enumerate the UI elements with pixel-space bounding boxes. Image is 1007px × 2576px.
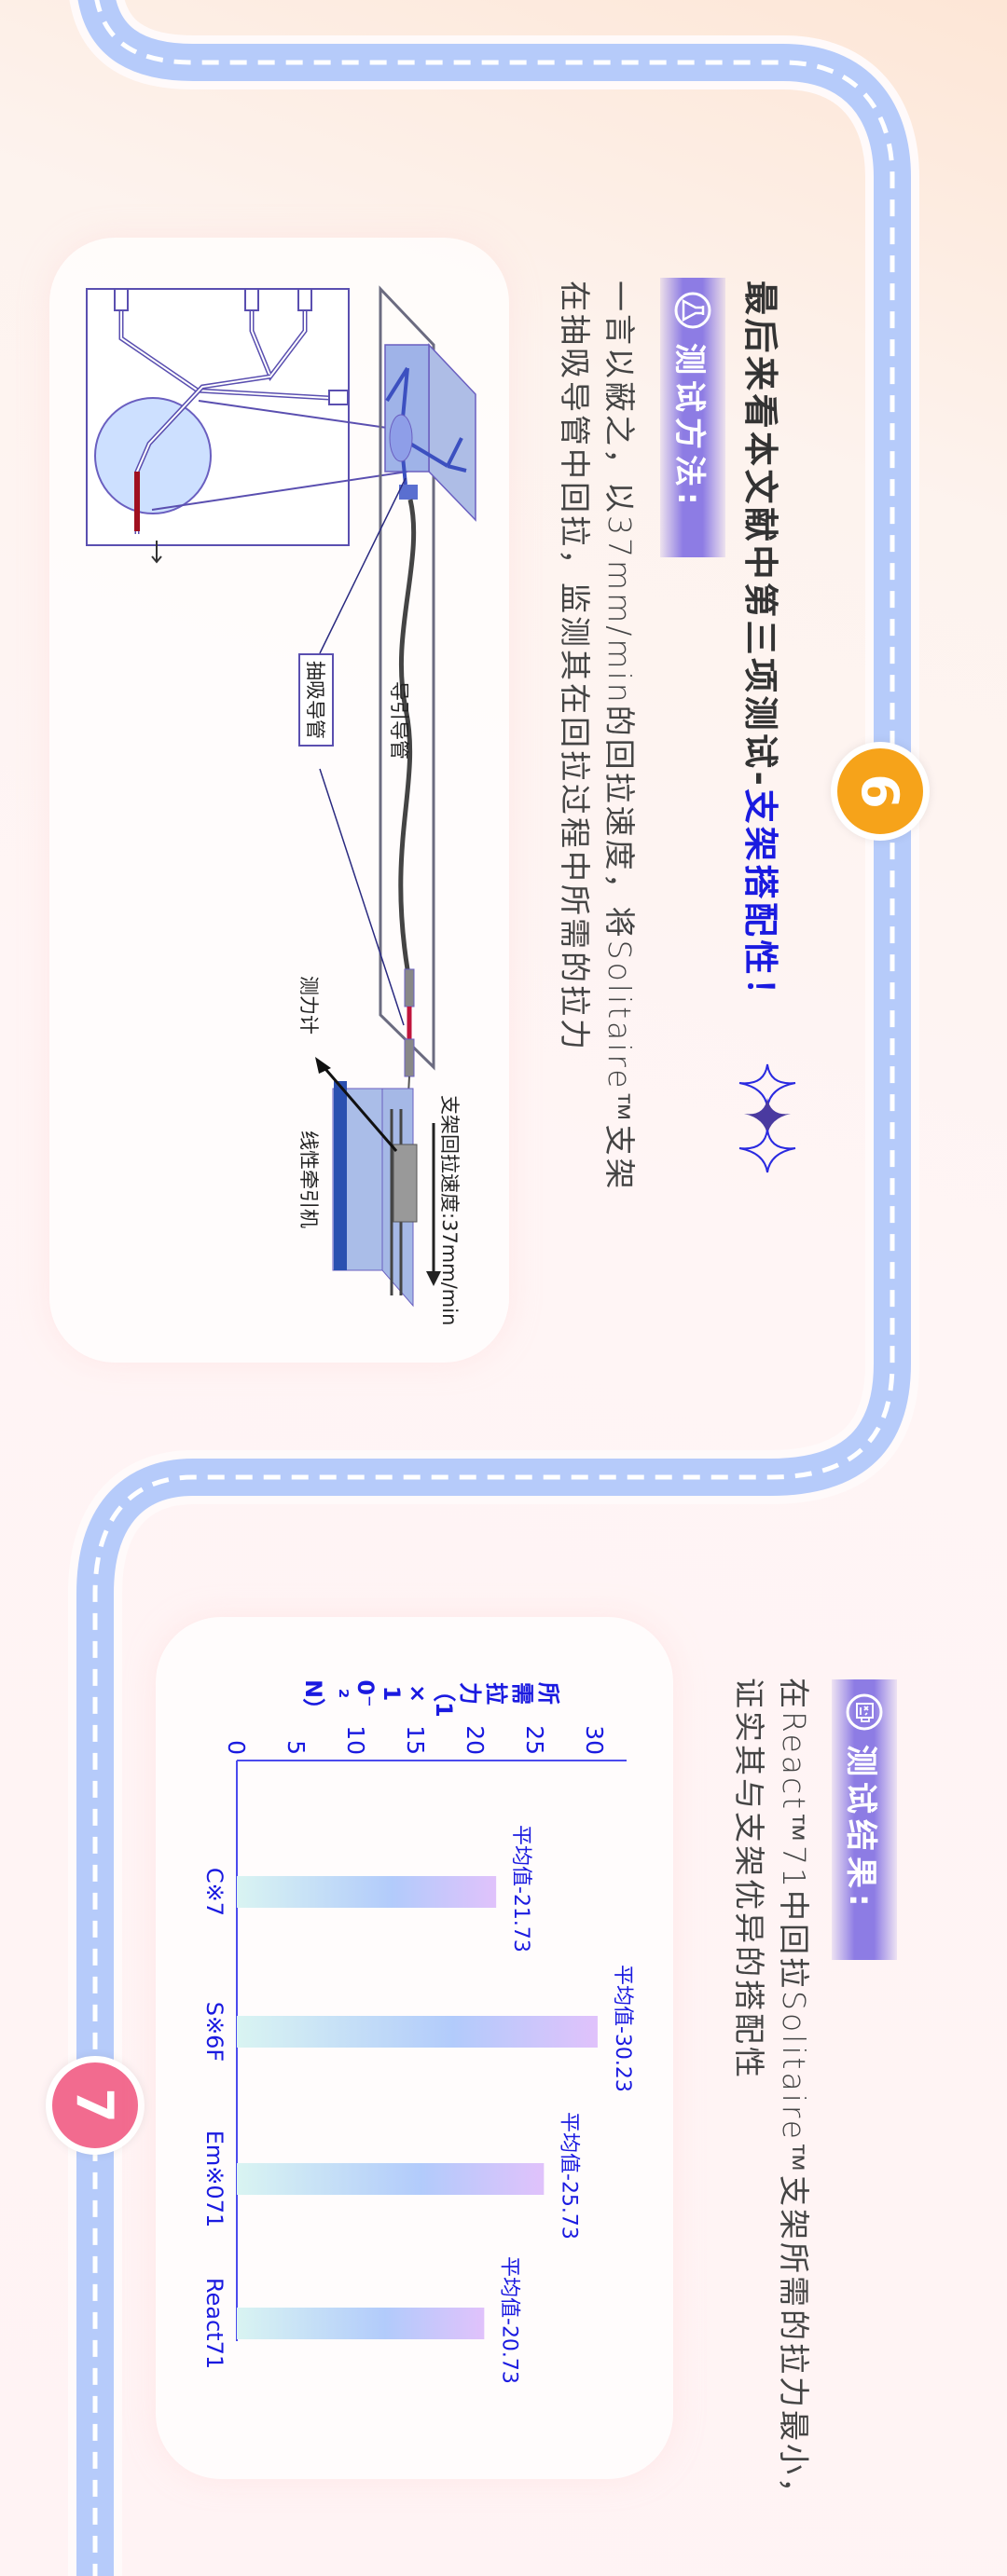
data-label: 平均值-30.23	[611, 1965, 634, 2092]
bar	[237, 2308, 485, 2339]
category-label: React71	[201, 2278, 228, 2369]
test-result-badge: 测试结果:	[832, 1679, 897, 1960]
category-label: C※7	[201, 1868, 228, 1916]
category-label: S※6F	[201, 2002, 228, 2062]
category-label: Em※071	[201, 2131, 228, 2227]
flask-icon	[674, 292, 711, 329]
y-tick-label: 0	[223, 1740, 250, 1755]
y-tick-label: 20	[462, 1725, 489, 1755]
y-tick-label: 10	[342, 1725, 369, 1755]
y-tick-label: 15	[402, 1725, 429, 1755]
bar	[237, 2163, 545, 2195]
data-label: 平均值-20.73	[497, 2256, 520, 2384]
test-method-badge: 测试方法:	[660, 278, 725, 557]
data-label: 平均值-21.73	[509, 1825, 532, 1953]
result-icon	[846, 1693, 883, 1731]
y-tick-label: 25	[521, 1725, 548, 1755]
bar	[237, 2016, 598, 2048]
bar	[236, 1876, 497, 1908]
data-label: 平均值-25.73	[557, 2112, 580, 2240]
sparkle-icon	[738, 1063, 796, 1173]
y-tick-label: 30	[581, 1725, 608, 1755]
y-tick-label: 5	[283, 1740, 310, 1755]
